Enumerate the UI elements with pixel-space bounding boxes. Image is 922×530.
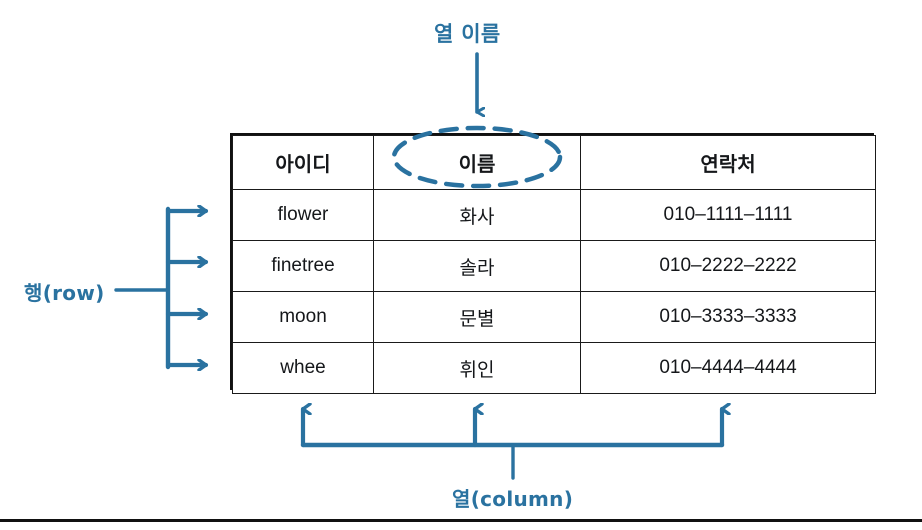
member-table: 아이디 이름 연락처 flower 화사 010–1111–1111 finet… [232,135,876,394]
cell-name: 솔라 [373,240,581,292]
column-bracket-icon [300,409,722,480]
table-row: moon 문별 010–3333–3333 [232,291,876,343]
cell-name: 화사 [373,189,581,241]
cell-phone: 010–1111–1111 [580,189,876,241]
cell-id: finetree [232,240,374,292]
annotation-label-row: 행(row) [24,281,105,305]
cell-name: 문별 [373,291,581,343]
cell-name: 휘인 [373,342,581,394]
table-row: whee 휘인 010–4444–4444 [232,342,876,394]
column-header-phone: 연락처 [580,135,876,190]
table-row: flower 화사 010–1111–1111 [232,189,876,241]
annotation-label-column: 열(column) [452,487,574,511]
column-header-id: 아이디 [232,135,374,190]
column-header-name: 이름 [373,135,581,190]
cell-id: moon [232,291,374,343]
cell-phone: 010–2222–2222 [580,240,876,292]
annotation-label-column-name: 열 이름 [434,22,501,46]
table-header-row: 아이디 이름 연락처 [232,135,876,190]
table-row: finetree 솔라 010–2222–2222 [232,240,876,292]
cell-phone: 010–4444–4444 [580,342,876,394]
cell-phone: 010–3333–3333 [580,291,876,343]
row-bracket-icon [114,209,209,367]
cell-id: whee [232,342,374,394]
page-bottom-rule [0,519,922,522]
cell-id: flower [232,189,374,241]
